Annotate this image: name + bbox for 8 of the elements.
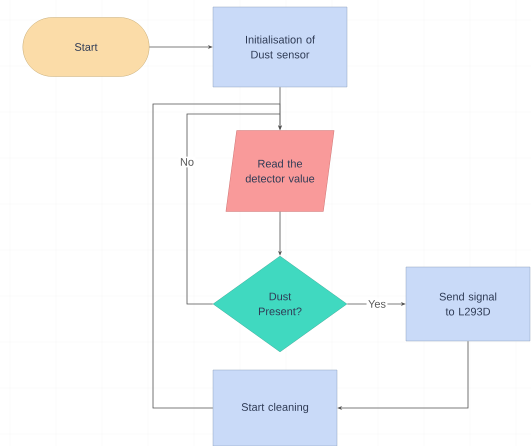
- process-box: Start cleaning: [212, 370, 338, 446]
- process-box: Send signal to L293D: [406, 266, 530, 342]
- arrow: [186, 114, 282, 304]
- input-parallelogram: Read the detector value: [226, 130, 334, 212]
- edge-label: No: [178, 156, 196, 168]
- edge-label: Yes: [366, 298, 388, 310]
- arrow: [152, 104, 282, 408]
- process-box: Initialisation of Dust sensor: [212, 6, 348, 88]
